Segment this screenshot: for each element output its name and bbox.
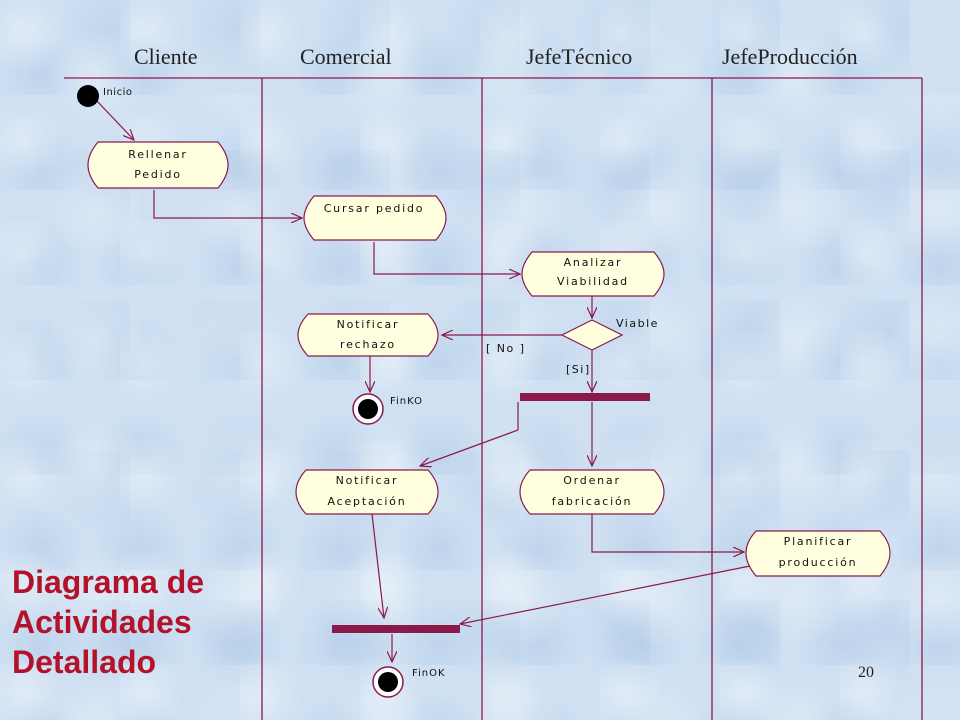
join-bar[interactable] bbox=[332, 625, 460, 633]
activity-rellenar-pedido-line2: Pedido bbox=[134, 168, 182, 181]
activity-notificar-aceptacion-line1: Notificar bbox=[336, 474, 399, 487]
end-node-finko-label: FinKO bbox=[390, 396, 423, 407]
activity-analizar-line2: Viabilidad bbox=[557, 275, 629, 288]
activity-planificar-produccion[interactable]: Planificar producción bbox=[745, 530, 891, 577]
slide-title-line1: Diagrama de bbox=[12, 564, 205, 600]
activity-analizar-viabilidad[interactable]: Analizar Viabilidad bbox=[521, 251, 665, 297]
decision-viable[interactable] bbox=[560, 319, 624, 351]
flow-ordenar-planificar bbox=[591, 514, 744, 552]
activity-rellenar-pedido[interactable]: Rellenar Pedido bbox=[87, 141, 229, 189]
lane-title-comercial: Comercial bbox=[300, 44, 392, 69]
activity-notificar-aceptacion-line2: Aceptación bbox=[328, 495, 407, 508]
flow-cursar-analizar bbox=[373, 242, 520, 274]
activity-notificar-aceptacion[interactable]: Notificar Aceptación bbox=[295, 469, 439, 515]
activity-ordenar-fabricacion[interactable]: Ordenar fabricación bbox=[519, 469, 665, 515]
end-node-finok-icon[interactable] bbox=[372, 666, 404, 698]
activity-notificar-rechazo-line1: Notificar bbox=[337, 318, 400, 331]
activity-analizar-line1: Analizar bbox=[564, 256, 623, 269]
fork-bar[interactable] bbox=[520, 393, 650, 401]
lane-title-jefetecnico: JefeTécnico bbox=[526, 44, 633, 69]
lane-title-jefeproduccion: JefeProducción bbox=[722, 44, 858, 69]
activity-cursar-pedido[interactable]: Cursar pedido bbox=[303, 195, 447, 241]
end-node-finok-label: FinOK bbox=[412, 668, 446, 679]
end-node-finko-icon[interactable] bbox=[352, 393, 384, 425]
decision-viable-label: Viable bbox=[616, 317, 659, 330]
start-node-label: Inicio bbox=[103, 87, 132, 98]
flow-rellenar-cursar bbox=[153, 190, 302, 218]
activity-notificar-rechazo[interactable]: Notificar rechazo bbox=[297, 313, 439, 357]
activity-notificar-rechazo-line2: rechazo bbox=[340, 338, 396, 351]
activity-cursar-pedido-label: Cursar pedido bbox=[324, 202, 425, 215]
slide-title-line3: Detallado bbox=[12, 644, 157, 680]
flow-planificar-join bbox=[460, 565, 751, 624]
flow-fork-aceptacion bbox=[420, 402, 519, 466]
activity-planificar-line2: producción bbox=[779, 556, 858, 569]
flow-aceptacion-join bbox=[371, 513, 384, 618]
activity-ordenar-line2: fabricación bbox=[552, 495, 633, 508]
lane-title-cliente: Cliente bbox=[134, 44, 198, 69]
guard-si-label: [Si] bbox=[566, 363, 591, 376]
page-number: 20 bbox=[858, 664, 874, 681]
activity-planificar-line1: Planificar bbox=[784, 535, 853, 548]
flow-inicio-rellenar bbox=[95, 99, 134, 140]
activity-rellenar-pedido-line1: Rellenar bbox=[128, 148, 187, 161]
activity-ordenar-line1: Ordenar bbox=[563, 474, 621, 487]
guard-no-label: [ No ] bbox=[486, 342, 526, 355]
slide-title-line2: Actividades bbox=[12, 604, 192, 640]
slide-title: Diagrama de Actividades Detallado bbox=[12, 562, 204, 682]
swimlanes bbox=[64, 77, 923, 720]
start-node-icon[interactable] bbox=[77, 85, 99, 107]
